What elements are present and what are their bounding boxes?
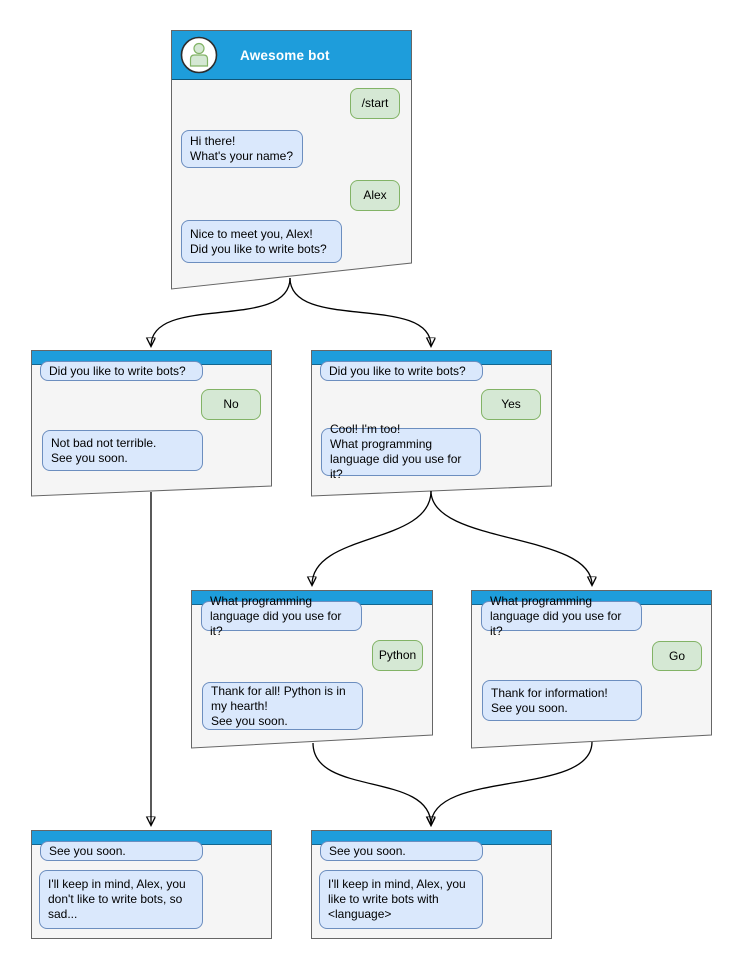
bot-message-reply: Cool! I'm too! What programming language…: [321, 422, 481, 481]
user-message-name: Alex: [350, 180, 400, 211]
chat-window-bye-yes: See you soon. I'll keep in mind, Alex, y…: [311, 830, 552, 939]
bot-message-reply: Not bad not terrible. See you soon.: [42, 430, 203, 471]
bot-avatar-icon: [180, 36, 218, 74]
bot-message-question: What programming language did you use fo…: [201, 594, 362, 638]
bot-message-reply: I'll keep in mind, Alex, you like to wri…: [319, 870, 483, 929]
user-message-start: /start: [350, 88, 400, 119]
edge-yes-to-python: [312, 490, 432, 585]
bot-message-question: What programming language did you use fo…: [481, 594, 642, 638]
bot-message-reply: I'll keep in mind, Alex, you don't like …: [39, 870, 203, 929]
bot-message-reply: Thank for all! Python is in my hearth! S…: [202, 682, 363, 730]
chat-window-yes: Did you like to write bots? Yes Cool! I'…: [311, 350, 552, 497]
chat-window-go: What programming language did you use fo…: [471, 590, 712, 749]
chat-window-no: Did you like to write bots? No Not bad n…: [31, 350, 272, 497]
bot-message-question: See you soon.: [320, 841, 483, 861]
bot-message-reply: Thank for information! See you soon.: [482, 680, 642, 721]
user-message-answer: Go: [652, 641, 702, 671]
window-header: Awesome bot: [172, 31, 411, 80]
chat-window-root: Awesome bot /start Hi there! What's your…: [171, 30, 412, 290]
user-message-answer: Python: [372, 640, 423, 671]
edge-yes-to-go: [430, 490, 592, 585]
bot-message-question: Did you like to write bots?: [320, 361, 483, 381]
chat-window-python: What programming language did you use fo…: [191, 590, 433, 749]
edge-python-to-bye: [312, 742, 431, 825]
user-message-answer: No: [201, 389, 261, 420]
window-title: Awesome bot: [240, 47, 330, 63]
bot-message-question: Did you like to write bots?: [40, 361, 203, 381]
bot-message-ask-bots: Nice to meet you, Alex! Did you like to …: [181, 220, 342, 263]
bot-message-greeting: Hi there! What's your name?: [181, 130, 303, 168]
edge-go-to-bye: [431, 741, 593, 825]
bot-message-question: See you soon.: [40, 841, 203, 861]
chat-window-bye-no: See you soon. I'll keep in mind, Alex, y…: [31, 830, 272, 939]
user-message-answer: Yes: [481, 389, 541, 420]
